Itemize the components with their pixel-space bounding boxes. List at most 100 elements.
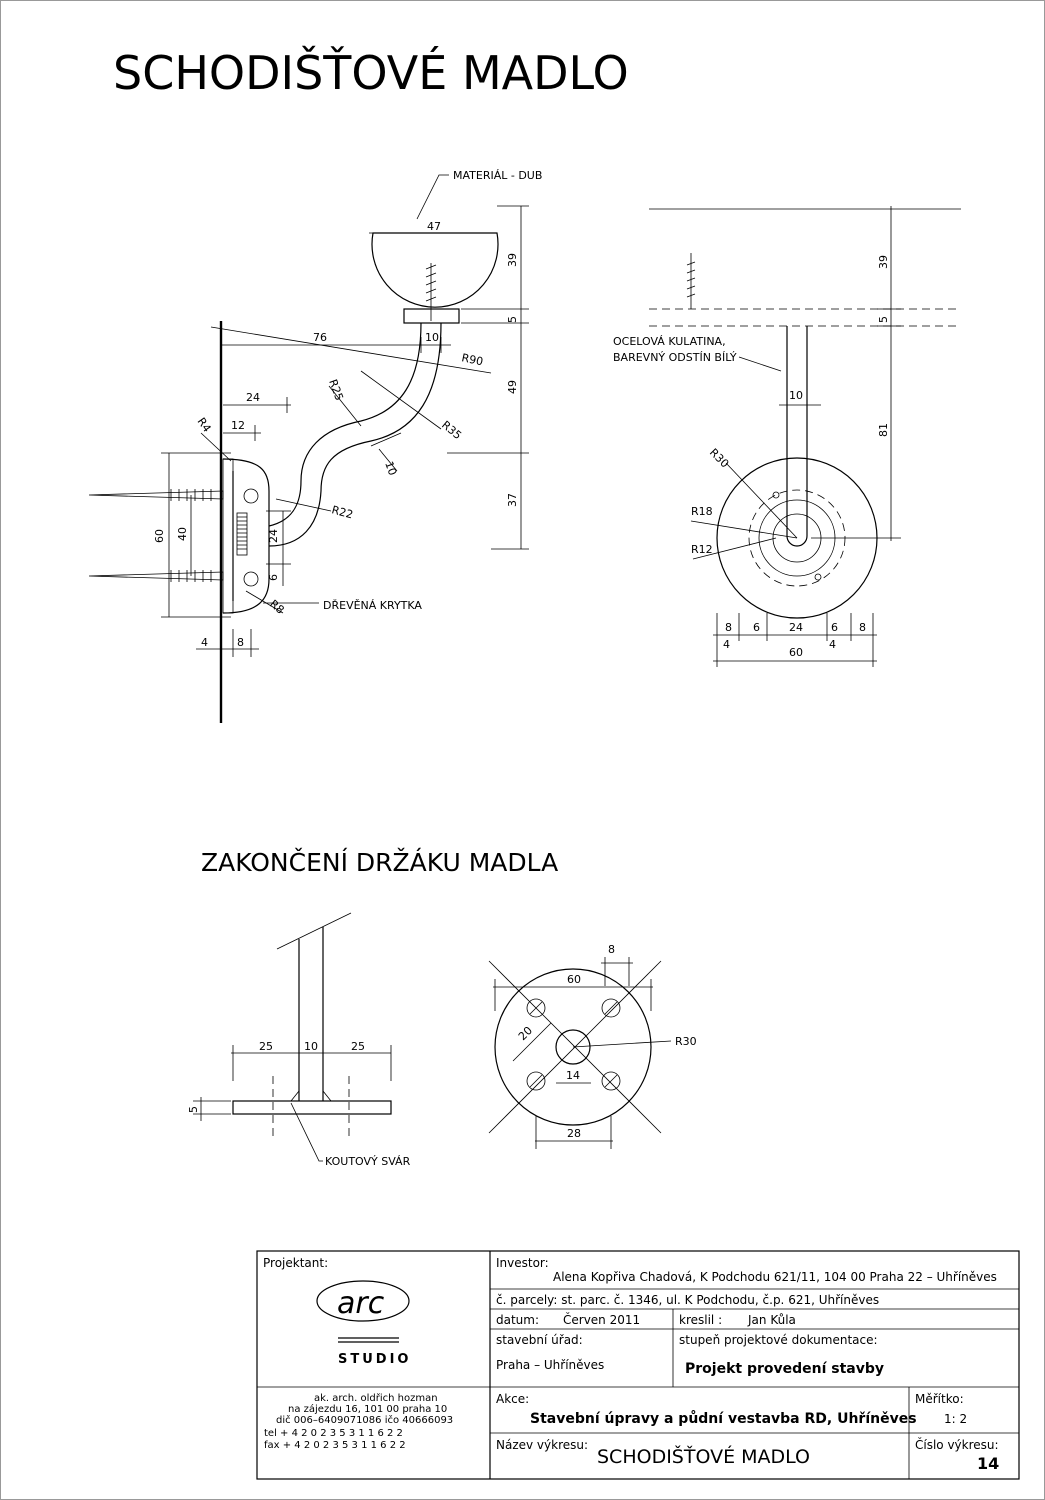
cover-label: DŘEVĚNÁ KRYTKA xyxy=(323,599,422,612)
weld-label: KOUTOVÝ SVÁR xyxy=(325,1155,411,1168)
top-plate xyxy=(403,308,460,324)
wall-screw-top xyxy=(88,489,224,501)
title-block: Projektant: arc STUDIO ak. arch. oldřich… xyxy=(256,1250,1020,1480)
dim-10-front: 10 xyxy=(789,389,803,402)
action-value: Stavební úpravy a půdní vestavba RD, Uhř… xyxy=(530,1410,917,1427)
dim-14-end: 14 xyxy=(566,1069,580,1082)
office-value: Praha – Uhříněves xyxy=(496,1358,604,1372)
dim-49: 49 xyxy=(506,380,519,394)
end-plate xyxy=(232,1100,392,1115)
dim-10b: 10 xyxy=(382,460,399,478)
investor-label: Investor: xyxy=(496,1256,549,1270)
r30-front: R30 xyxy=(707,446,731,470)
scale-label: Měřítko: xyxy=(915,1392,964,1406)
r18-front: R18 xyxy=(691,505,713,518)
designer-line-5: fax + 4 2 0 2 3 5 3 1 1 6 2 2 xyxy=(264,1440,406,1451)
r22: R22 xyxy=(330,503,354,521)
action-label: Akce: xyxy=(496,1392,529,1406)
dim-24b: 24 xyxy=(267,529,280,543)
dim-47: 47 xyxy=(427,220,441,233)
front-view: R30 R18 R12 OCELOVÁ KULATINA, BAREVNÝ OD… xyxy=(613,206,961,667)
dim-60-end: 60 xyxy=(567,973,581,986)
b4a: 4 xyxy=(723,638,730,651)
bracket-rod-1 xyxy=(268,322,422,527)
material-label: MATERIÁL - DUB xyxy=(453,169,542,182)
b6b: 6 xyxy=(831,621,838,634)
number-value: 14 xyxy=(977,1454,999,1473)
b24: 24 xyxy=(789,621,803,634)
dim-81-front: 81 xyxy=(877,423,890,437)
dim-5-end: 5 xyxy=(187,1106,200,1113)
investor-value: Alena Kopřiva Chadová, K Podchodu 621/11… xyxy=(553,1270,997,1284)
b8b: 8 xyxy=(859,621,866,634)
designer-line-2: na zájezdu 16, 101 00 praha 10 xyxy=(288,1403,447,1415)
dim-39-front: 39 xyxy=(877,255,890,269)
designer-line-1: ak. arch. oldřich hozman xyxy=(314,1392,438,1404)
r8: R8 xyxy=(267,597,287,616)
dim-24: 24 xyxy=(246,391,260,404)
drawn-value: Jan Kůla xyxy=(747,1313,796,1327)
designer-line-4: tel + 4 2 0 2 3 5 3 1 1 6 2 2 xyxy=(264,1428,403,1439)
name-value: SCHODIŠŤOVÉ MADLO xyxy=(597,1444,810,1468)
dim-10a: 10 xyxy=(425,331,439,344)
end-side-view: 25 10 25 5 KOUTOVÝ SVÁR xyxy=(187,912,411,1168)
dim-12: 12 xyxy=(231,419,245,432)
dim-10-end: 10 xyxy=(304,1040,318,1053)
scale-value: 1: 2 xyxy=(944,1412,967,1426)
dim-4: 4 xyxy=(201,636,208,649)
dim-8-end: 8 xyxy=(608,943,615,956)
drawn-label: kreslil : xyxy=(679,1313,722,1327)
rail-screw xyxy=(425,263,437,321)
arc-logo-text: arc xyxy=(337,1286,385,1321)
b60: 60 xyxy=(789,646,803,659)
dim-8: 8 xyxy=(237,636,244,649)
r12-front: R12 xyxy=(691,543,713,556)
dim-76: 76 xyxy=(313,331,327,344)
wall-screw-bottom xyxy=(88,570,224,582)
parcel-value: č. parcely: st. parc. č. 1346, ul. K Pod… xyxy=(496,1293,879,1307)
dim-40: 40 xyxy=(176,527,189,541)
front-screw xyxy=(686,253,696,309)
dim-28-end: 28 xyxy=(567,1127,581,1140)
stage-label: stupeň projektové dokumentace: xyxy=(679,1333,878,1347)
r25: R25 xyxy=(326,378,346,403)
dim-5: 5 xyxy=(506,316,519,323)
name-label: Název výkresu: xyxy=(496,1438,588,1452)
dim-5-front: 5 xyxy=(877,316,890,323)
material-leader xyxy=(416,174,449,220)
side-view: MATERIÁL - DUB 47 39 5 49 xyxy=(88,169,542,723)
dim-6: 6 xyxy=(267,574,280,581)
drawing-title: SCHODIŠŤOVÉ MADLO xyxy=(113,45,629,100)
dim-37: 37 xyxy=(506,493,519,507)
number-label: Číslo výkresu: xyxy=(915,1437,999,1452)
b8a: 8 xyxy=(725,621,732,634)
wall-rosette xyxy=(222,458,270,614)
designer-label: Projektant: xyxy=(263,1256,328,1270)
dim-60: 60 xyxy=(153,529,166,543)
r4: R4 xyxy=(195,415,214,434)
designer-line-3: dič 006–6409071086 ičo 40666093 xyxy=(276,1414,453,1426)
dim-25b: 25 xyxy=(351,1040,365,1053)
steel-leader xyxy=(738,356,782,372)
r35: R35 xyxy=(439,418,464,442)
studio-text: STUDIO xyxy=(338,1352,411,1367)
steel-label-1: OCELOVÁ KULATINA, xyxy=(613,335,726,348)
b6a: 6 xyxy=(753,621,760,634)
dim-20-end: 20 xyxy=(516,1024,535,1043)
r30-end: R30 xyxy=(675,1035,697,1048)
office-label: stavební úřad: xyxy=(496,1333,583,1347)
end-plan-view: 60 8 20 R30 14 28 xyxy=(488,943,697,1149)
steel-label-2: BAREVNÝ ODSTÍN BÍLÝ xyxy=(613,351,737,364)
end-plate-circle xyxy=(494,968,652,1126)
date-label: datum: xyxy=(496,1313,539,1327)
oak-rail-section xyxy=(371,232,499,308)
bracket-rod-2 xyxy=(268,322,442,547)
dim-39: 39 xyxy=(506,253,519,267)
date-value: Červen 2011 xyxy=(563,1312,640,1327)
section2-title: ZAKONČENÍ DRŽÁKU MADLA xyxy=(201,847,558,877)
b4b: 4 xyxy=(829,638,836,651)
arc-logo xyxy=(316,1280,410,1322)
dim-25a: 25 xyxy=(259,1040,273,1053)
